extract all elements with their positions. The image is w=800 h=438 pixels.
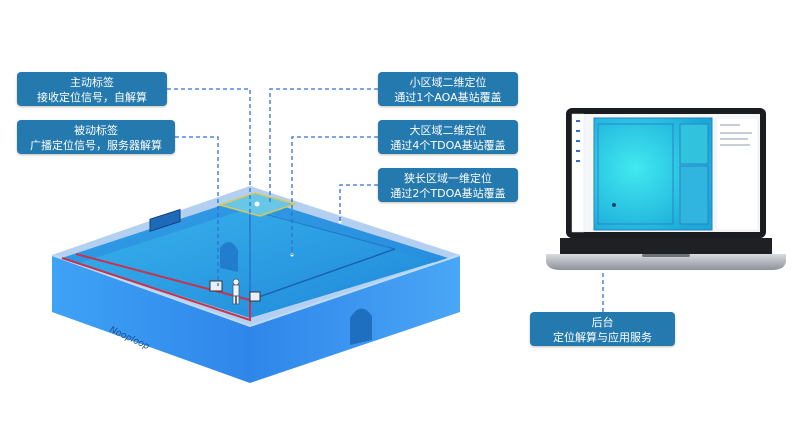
line-narrow-area	[339, 184, 378, 222]
red-zone-outline	[61, 253, 251, 322]
callout-passive-tag-desc: 广播定位信号，服务器解算	[30, 139, 162, 152]
person-figure	[232, 278, 240, 305]
front-left-wall	[52, 255, 250, 383]
back-wall-left	[62, 196, 250, 266]
callout-large-area: 大区域二维定位 通过4个TDOA基站覆盖	[378, 120, 518, 154]
map-room-3	[679, 165, 709, 225]
callout-small-area-title: 小区域二维定位	[409, 76, 487, 89]
back-wall-right	[250, 196, 448, 264]
room-model	[51, 186, 461, 383]
callout-backend-title: 后台	[591, 316, 614, 329]
callout-backend: 后台 定位解算与应用服务	[530, 312, 675, 346]
laptop-hinge	[560, 238, 772, 254]
callout-passive-tag-title: 被动标签	[74, 124, 118, 137]
tag-device-1	[209, 280, 223, 292]
wall-top-edge	[51, 254, 461, 328]
line-large-area	[291, 136, 378, 255]
laptop-base	[546, 254, 786, 270]
info-panel-lines	[720, 124, 752, 146]
tag-device-2	[249, 291, 261, 302]
callout-narrow-area-desc: 通过2个TDOA基站覆盖	[390, 187, 506, 200]
callout-narrow-area: 狭长区域一维定位 通过2个TDOA基站覆盖	[378, 168, 518, 202]
callout-large-area-desc: 通过4个TDOA基站覆盖	[390, 139, 506, 152]
callout-backend-desc: 定位解算与应用服务	[553, 331, 652, 344]
info-panel	[715, 117, 759, 231]
back-door	[220, 241, 238, 272]
front-door	[350, 308, 372, 345]
sofa	[149, 208, 181, 232]
line-small-area	[269, 88, 378, 203]
laptop	[546, 108, 786, 270]
app-sidebar	[571, 113, 585, 233]
aoa-anchor	[254, 201, 260, 207]
partition-wall-3	[249, 209, 396, 250]
callout-small-area-desc: 通过1个AOA基站覆盖	[394, 91, 502, 104]
partition-wall-1	[249, 248, 396, 301]
callout-small-area: 小区域二维定位 通过1个AOA基站覆盖	[378, 72, 518, 106]
map-room-1	[597, 123, 674, 225]
map-tag-dot	[612, 203, 616, 207]
callout-narrow-area-title: 狭长区域一维定位	[404, 172, 492, 185]
callout-large-area-title: 大区域二维定位	[409, 124, 487, 137]
callout-active-tag: 主动标签 接收定位信号，自解算	[17, 72, 167, 106]
callout-active-tag-title: 主动标签	[70, 76, 114, 89]
line-passive-tag	[175, 136, 219, 286]
callout-passive-tag: 被动标签 广播定位信号，服务器解算	[17, 120, 175, 154]
tdoa-anchor-2	[338, 220, 342, 224]
laptop-notch	[642, 254, 690, 257]
sidebar-icons	[576, 120, 580, 162]
callout-active-tag-desc: 接收定位信号，自解算	[37, 91, 147, 104]
map-room-2	[679, 123, 709, 165]
